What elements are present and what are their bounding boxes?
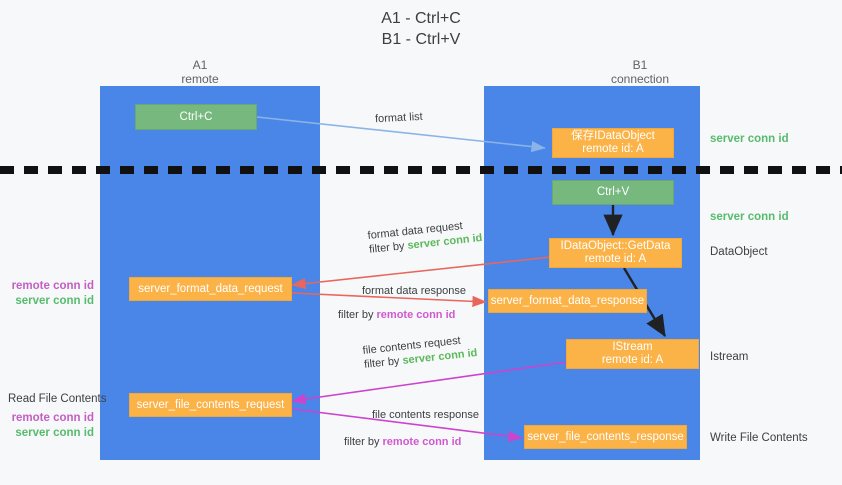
- node-save-idataobject[interactable]: 保存IDataObject remote id: A: [552, 128, 674, 158]
- column-header-b1: B1 connection: [610, 58, 670, 86]
- edge-label-file-contents-response: file contents response filter by remote …: [344, 408, 480, 449]
- edge-label-format-data-response: format data response filter by remote co…: [338, 284, 466, 322]
- annotation-read-file-contents: Read File Contents: [8, 393, 107, 405]
- node-idataobject-getdata[interactable]: IDataObject::GetData remote id: A: [549, 238, 682, 268]
- filter-prefix: filter by: [363, 354, 404, 371]
- filter-prefix: filter by: [338, 309, 377, 321]
- edge-label-format-list: format list: [374, 110, 423, 126]
- annotation-remote-conn-id: remote conn id: [11, 412, 94, 424]
- annotation-left-bottom: remote conn id server conn id: [8, 411, 94, 441]
- filter-value-remote-conn-id: remote conn id: [376, 309, 456, 321]
- annotation-remote-conn-id: remote conn id: [11, 280, 94, 292]
- filter-prefix: filter by: [344, 436, 383, 448]
- annotation-left-mid: remote conn id server conn id: [8, 279, 94, 309]
- node-server-format-data-response[interactable]: server_format_data_response: [488, 289, 647, 313]
- annotation-server-conn-id-second: server conn id: [710, 211, 789, 223]
- node-server-file-contents-request[interactable]: server_file_contents_request: [129, 393, 292, 417]
- node-server-file-contents-response[interactable]: server_file_contents_response: [524, 425, 687, 449]
- annotation-server-conn-id: server conn id: [15, 295, 94, 307]
- filter-value-remote-conn-id: remote conn id: [382, 436, 462, 448]
- edge-label-file-contents-request: file contents request filter by server c…: [362, 332, 478, 372]
- edge-label-format-data-request: format data request filter by server con…: [367, 217, 483, 257]
- annotation-istream: Istream: [710, 351, 749, 363]
- edge-label-filter: filter by remote conn id: [344, 435, 479, 449]
- filter-prefix: filter by: [368, 239, 409, 256]
- annotation-server-conn-id: server conn id: [15, 427, 94, 439]
- annotation-server-conn-id-top: server conn id: [710, 133, 789, 145]
- annotation-write-file-contents: Write File Contents: [710, 432, 808, 444]
- edge-label-line1: file contents response: [372, 409, 480, 421]
- column-header-a1: A1 remote: [181, 58, 219, 86]
- edge-label-line1: format data response: [362, 285, 466, 297]
- node-ctrl-c[interactable]: Ctrl+C: [135, 104, 257, 130]
- page-title: A1 - Ctrl+C B1 - Ctrl+V: [381, 10, 461, 48]
- phase-divider: [0, 166, 842, 174]
- node-istream[interactable]: IStream remote id: A: [566, 339, 699, 369]
- node-ctrl-v[interactable]: Ctrl+V: [552, 180, 674, 205]
- annotation-dataobject: DataObject: [710, 246, 768, 258]
- node-server-format-data-request[interactable]: server_format_data_request: [129, 277, 292, 301]
- edge-label-filter: filter by remote conn id: [338, 308, 466, 322]
